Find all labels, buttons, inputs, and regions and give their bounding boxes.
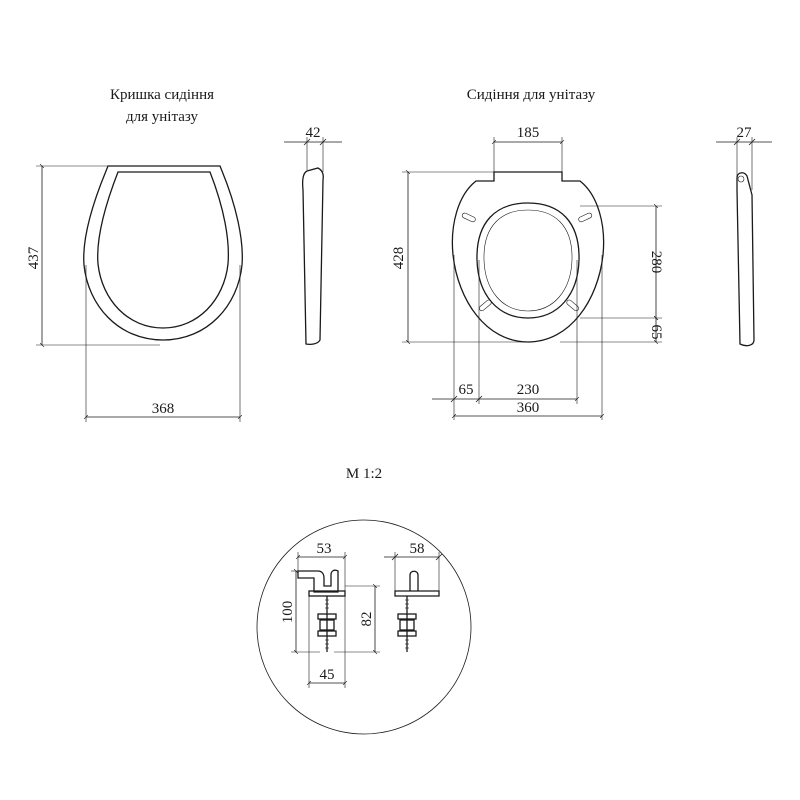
hinge-front-width-value: 58: [410, 541, 425, 557]
hinge-bolt-length-dimension: 82: [334, 583, 380, 655]
seat-width-dimensions: 65 230 360: [432, 255, 605, 420]
lid-height-value: 437: [26, 246, 42, 269]
scale-label: М 1:2: [346, 466, 382, 482]
seat-thickness-dimension: 27: [716, 125, 772, 190]
hinge-detail-circle: [256, 519, 472, 735]
lid-height-dimension: 437: [26, 163, 160, 348]
lid-side-view: [301, 167, 324, 346]
hinge-bolt-length-value: 82: [359, 612, 375, 627]
hinge-base-width-value: 45: [320, 667, 335, 683]
seat-hinge-width-dimension: 185: [491, 125, 565, 172]
lid-thickness-value: 42: [306, 125, 321, 141]
seat-rear-offset-value: 65: [648, 325, 664, 340]
lid-title-line2: для унітазу: [126, 109, 198, 125]
seat-hole-span-dimension: 280: [580, 203, 664, 321]
seat-width-value: 360: [517, 400, 540, 416]
seat-front-view: [451, 171, 605, 343]
seat-height-value: 428: [391, 247, 407, 270]
hinge-total-height-dimension: 100: [280, 568, 320, 655]
seat-hole-span-value: 280: [648, 251, 664, 274]
hinge-top-width-dimension: 53: [295, 541, 348, 591]
hinge-front-width-dimension: 58: [384, 541, 443, 591]
lid-front-view: [83, 165, 243, 341]
seat-hinge-width-value: 185: [517, 125, 540, 141]
hinge-top-width-value: 53: [317, 541, 332, 557]
lid-title-line1: Кришка сидіння: [110, 87, 214, 103]
seat-inner-width-value: 230: [517, 382, 540, 398]
hinge-total-height-value: 100: [280, 601, 296, 624]
hinge-front-view: [394, 570, 440, 652]
seat-side-view: [736, 172, 755, 347]
lid-thickness-dimension: 42: [284, 125, 342, 172]
seat-height-dimension: 428: [391, 169, 528, 345]
lid-width-dimension: 368: [83, 265, 243, 422]
seat-side-offset-value: 65: [459, 382, 474, 398]
lid-width-value: 368: [152, 401, 175, 417]
seat-thickness-value: 27: [737, 125, 753, 141]
seat-rear-offset-dimension: 65: [560, 315, 664, 345]
hinge-side-view: [297, 569, 346, 652]
hinge-base-width-dimension: 45: [306, 596, 348, 688]
seat-title: Сидіння для унітазу: [467, 87, 596, 103]
